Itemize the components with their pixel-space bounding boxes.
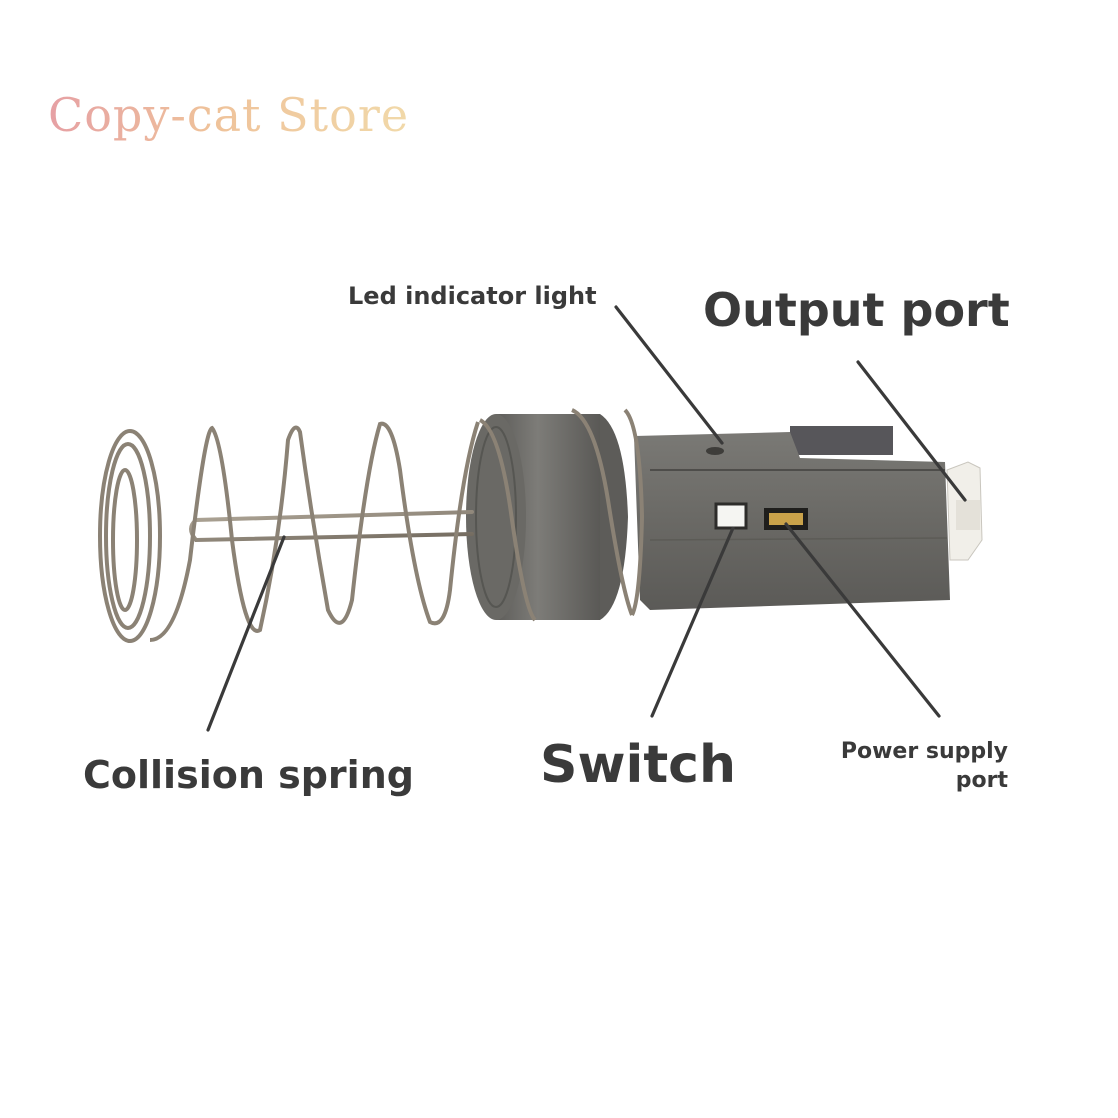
- leader-line-power: [784, 522, 941, 718]
- switch-component: [714, 502, 748, 530]
- label-output-port: Output port: [703, 283, 1010, 337]
- store-watermark: Copy-cat Store: [48, 88, 410, 142]
- collision-spring-coils: [98, 408, 645, 643]
- label-power-supply-line1: Power supply: [840, 739, 1008, 764]
- label-led-indicator-light: Led indicator light: [348, 282, 597, 310]
- leader-line-spring: [206, 535, 286, 732]
- label-collision-spring: Collision spring: [83, 753, 414, 797]
- label-power-supply-port: Power supply port: [828, 737, 1008, 795]
- label-switch: Switch: [540, 735, 737, 795]
- leader-line-output: [856, 360, 967, 502]
- led-indicator-hole: [706, 447, 724, 455]
- power-supply-connector: [764, 508, 808, 530]
- output-port-connector: [946, 461, 983, 561]
- leader-line-switch: [650, 526, 735, 718]
- label-power-supply-line2: port: [955, 768, 1008, 793]
- cylinder-collar: [466, 414, 628, 620]
- leader-line-led: [614, 305, 724, 445]
- housing-rear-block: [790, 426, 893, 455]
- leader-lines: [206, 305, 967, 732]
